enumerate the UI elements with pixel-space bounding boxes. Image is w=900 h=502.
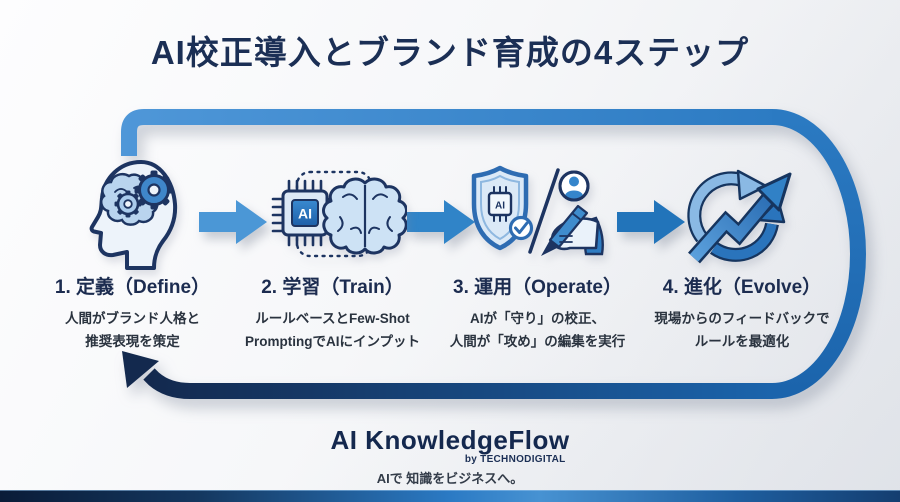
page-title: AI校正導入とブランド育成の4ステップ bbox=[150, 34, 750, 71]
step-2-desc-line-2: PromptingでAIにインプット bbox=[244, 334, 421, 350]
cycle-growth-icon bbox=[687, 169, 792, 264]
step-4-desc-line-1: 現場からのフィードバックで bbox=[654, 311, 830, 326]
bottom-bar bbox=[0, 490, 900, 502]
step-3-title: 3. 運用（Operate） bbox=[453, 277, 622, 298]
step-4-title: 4. 進化（Evolve） bbox=[662, 277, 822, 298]
arrow-right-icon bbox=[199, 200, 267, 244]
ai-chip-brain-icon: AI bbox=[271, 170, 407, 258]
step-1-desc-line-2: 推奨表現を策定 bbox=[85, 334, 180, 350]
step-3-desc-line-2: 人間が「攻め」の編集を実行 bbox=[449, 334, 626, 350]
arrow-right-icon bbox=[407, 200, 475, 244]
chip-ai-label: AI bbox=[298, 206, 312, 222]
step-1-title: 1. 定義（Define） bbox=[54, 277, 211, 298]
footer: AI KnowledgeFlow by TECHNODIGITAL bbox=[0, 425, 900, 467]
step-2-title: 2. 学習（Train） bbox=[261, 277, 404, 298]
step-1: 1. 定義（Define） 人間がブランド人格と 推奨表現を策定 bbox=[25, 272, 240, 353]
shield-chip-ai-label: AI bbox=[495, 201, 505, 212]
step-4-desc-line-2: ルールを最適化 bbox=[694, 334, 790, 350]
step-3: 3. 運用（Operate） AIが「守り」の校正、 人間が「攻め」の編集を実行 bbox=[425, 272, 650, 353]
brand-byline: by TECHNODIGITAL bbox=[464, 454, 566, 466]
shield-editor-icon: AI bbox=[471, 165, 604, 256]
step-2: 2. 学習（Train） ルールベースとFew-Shot PromptingでA… bbox=[230, 272, 435, 353]
loop-arrowhead bbox=[122, 351, 159, 388]
step-1-desc-line-1: 人間がブランド人格と bbox=[65, 311, 200, 326]
step-4: 4. 進化（Evolve） 現場からのフィードバックで ルールを最適化 bbox=[632, 272, 852, 353]
brand-logo: AI KnowledgeFlow bbox=[330, 425, 570, 455]
step-2-desc-line-1: ルールベースとFew-Shot bbox=[255, 311, 410, 326]
brain-gears-icon bbox=[89, 160, 178, 270]
arrow-right-icon bbox=[617, 200, 685, 244]
brand-tagline: AIで 知識をビジネスへ。 bbox=[376, 471, 524, 486]
step-3-desc-line-1: AIが「守り」の校正、 bbox=[470, 311, 605, 326]
